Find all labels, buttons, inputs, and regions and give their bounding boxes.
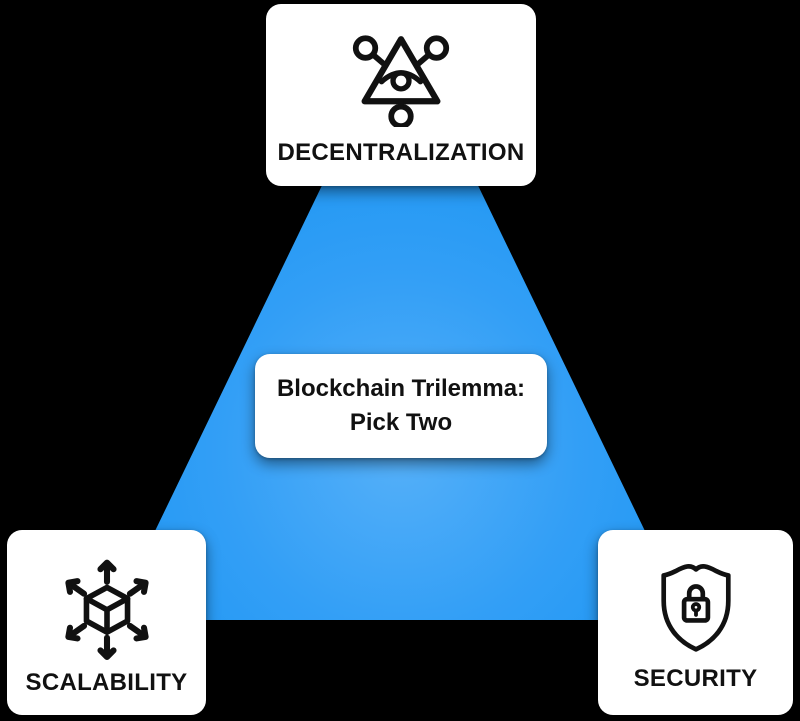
security-label: SECURITY: [633, 664, 758, 692]
node-card-security: SECURITY: [598, 530, 793, 715]
scalability-label: SCALABILITY: [25, 668, 188, 696]
center-card-line2: Pick Two: [349, 409, 453, 436]
decentralization-label: DECENTRALIZATION: [277, 139, 525, 166]
scalability-icon: [51, 559, 163, 663]
center-card-line1: Blockchain Trilemma:: [276, 375, 526, 403]
node-card-scalability: SCALABILITY: [7, 530, 206, 715]
security-icon: [660, 563, 731, 652]
decentralization-icon: [352, 35, 450, 127]
center-card: Blockchain Trilemma: Pick Two: [255, 354, 547, 458]
node-card-decentralization: DECENTRALIZATION: [266, 4, 536, 186]
